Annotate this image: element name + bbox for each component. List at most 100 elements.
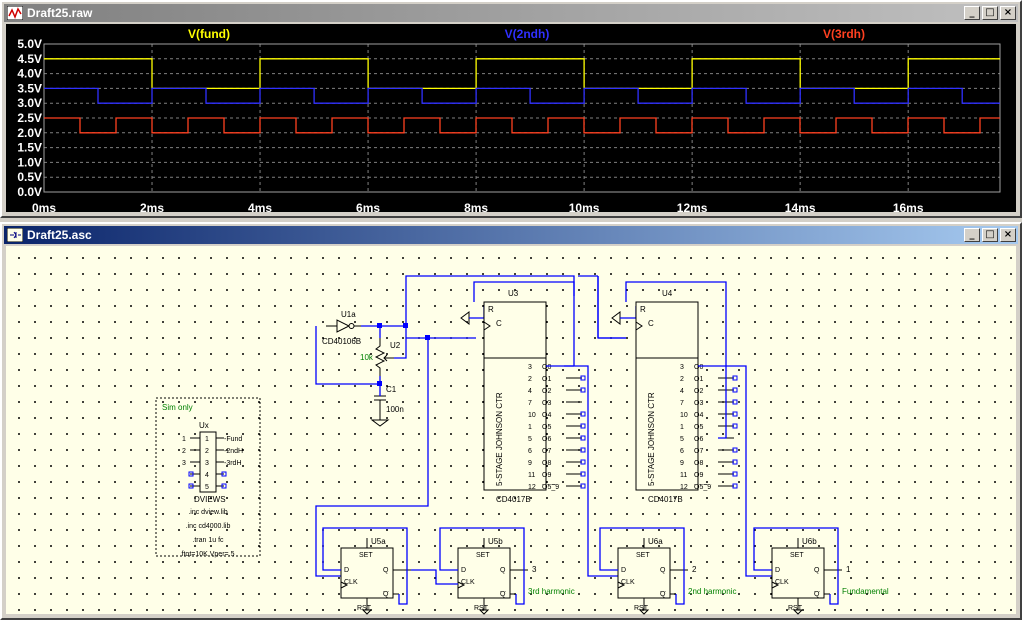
unconnected-pin[interactable] [732, 447, 738, 453]
ff-rst: RST [357, 605, 372, 612]
x-tick-label: 2ms [140, 201, 164, 215]
inverter-u1a[interactable]: U1a CD40106B [322, 310, 361, 346]
flipflop-u5b[interactable]: U5bSETDCLKQQRSTCD4013B33rd harmonic [439, 527, 575, 616]
legend-v3rdh[interactable]: V(3rdh) [823, 27, 865, 41]
unconnected-pin[interactable] [732, 459, 738, 465]
unconnected-pin[interactable] [580, 459, 586, 465]
ff-qbar: Q [500, 591, 506, 598]
pot-value: 10k [360, 353, 374, 362]
minimize-button[interactable]: _ [964, 6, 980, 20]
x-tick-label: 0ms [32, 201, 56, 215]
schematic-drawing[interactable]: .w{stroke:#0000ff;stroke-width:1.3;fill:… [6, 246, 1020, 616]
close-button[interactable]: × [1000, 6, 1016, 20]
plot-titlebar[interactable]: Draft25.raw _ □ × [4, 4, 1018, 22]
unconnected-pin[interactable] [188, 471, 194, 477]
trace-v2ndh[interactable] [44, 87, 1000, 104]
potentiometer-u2[interactable]: U2 10k [360, 338, 401, 376]
y-tick-label: 2.5V [17, 111, 42, 125]
u4-pin-r: R [640, 305, 646, 314]
pin-number: 10 [528, 412, 536, 419]
pin-number: 10 [680, 412, 688, 419]
schematic-canvas[interactable]: .w{stroke:#0000ff;stroke-width:1.3;fill:… [6, 246, 1016, 615]
maximize-button[interactable]: □ [982, 228, 998, 242]
y-tick-label: 3.5V [17, 81, 42, 95]
unconnected-pin[interactable] [580, 447, 586, 453]
u4-part: CD4017B [648, 495, 683, 504]
net-label: Fundamental [842, 587, 889, 596]
unconnected-pin[interactable] [580, 423, 586, 429]
ff-rst: RST [788, 605, 803, 612]
unconnected-pin[interactable] [732, 483, 738, 489]
unconnected-pin[interactable] [580, 483, 586, 489]
pin-number: 11 [528, 472, 535, 479]
u3-part: CD4017B [496, 495, 531, 504]
capacitor-c1[interactable]: C1 100n [370, 385, 404, 427]
minimize-button[interactable]: _ [964, 228, 980, 242]
pin-name: O9 [694, 472, 703, 479]
unconnected-pin[interactable] [732, 471, 738, 477]
flipflop-u6b[interactable]: U6bSETDCLKQQRSTCD4013B1Fundamental [753, 527, 889, 616]
x-tick-label: 16ms [893, 201, 924, 215]
unconnected-pin[interactable] [580, 387, 586, 393]
unconnected-pin[interactable] [732, 375, 738, 381]
pin-number: 5 [528, 436, 532, 443]
pin-number: 3 [680, 364, 684, 371]
ff-clk: CLK [621, 579, 635, 586]
ff-ref: U6b [802, 537, 817, 546]
legend-v2ndh[interactable]: V(2ndh) [505, 27, 550, 41]
unconnected-pin[interactable] [580, 471, 586, 477]
ff-q: Q [383, 567, 389, 574]
ff-rst: RST [474, 605, 489, 612]
unconnected-pin[interactable] [221, 471, 227, 477]
pin-name: O2 [542, 388, 551, 395]
unconnected-pin[interactable] [732, 411, 738, 417]
schematic-titlebar[interactable]: Draft25.asc _ □ × [4, 226, 1018, 244]
close-button[interactable]: × [1000, 228, 1016, 242]
trace-v3rdh[interactable] [44, 117, 1000, 134]
schematic-icon [7, 228, 23, 242]
unconnected-pin[interactable] [580, 435, 586, 441]
legend-vfund[interactable]: V(fund) [188, 27, 230, 41]
ff-q: Q [500, 567, 506, 574]
pin-number: 1 [528, 424, 532, 431]
unconnected-pin[interactable] [580, 375, 586, 381]
x-tick-label: 8ms [464, 201, 488, 215]
dviews-pin: 1 [205, 436, 209, 443]
spice-directive[interactable]: ftot=10K Vper=.5 [182, 551, 235, 558]
unconnected-pin[interactable] [732, 423, 738, 429]
maximize-button[interactable]: □ [982, 6, 998, 20]
sim-only-note: Sim only [162, 403, 193, 412]
dviews-part: DVIEWS [194, 495, 226, 504]
unconnected-pin[interactable] [188, 483, 194, 489]
pin-number: 12 [680, 484, 688, 491]
schematic-window: Draft25.asc _ □ × .w{stroke:#0000ff;stro… [0, 222, 1022, 620]
spice-directive[interactable]: .inc cd4000.lib [186, 523, 231, 530]
ff-set: SET [476, 552, 490, 559]
pin-number: 12 [528, 484, 536, 491]
flipflop-u6a[interactable]: U6aSETDCLKQQRSTCD4013B22nd harmonic [599, 527, 736, 616]
unconnected-pin[interactable] [732, 399, 738, 405]
flipflop-u5a[interactable]: U5aSETDCLKQQRSTCD4013B [322, 527, 411, 616]
pin-number: 9 [680, 460, 684, 467]
pin-name: O7 [694, 448, 703, 455]
unconnected-pin[interactable] [580, 411, 586, 417]
unconnected-pin[interactable] [732, 387, 738, 393]
spice-directive[interactable]: .inc dview.lib [188, 509, 227, 516]
pin-number: 2 [528, 376, 532, 383]
pin-name: O3 [542, 400, 551, 407]
pin-number: 4 [528, 388, 532, 395]
dviews-net: -3rdH [224, 460, 242, 467]
pin-number: 3 [528, 364, 532, 371]
dviews-pin: 3 [205, 460, 209, 467]
pin-number: 4 [680, 388, 684, 395]
dviews-pin: 2 [205, 448, 209, 455]
unconnected-pin[interactable] [221, 483, 227, 489]
waveform-icon [7, 6, 23, 20]
ff-q: Q [814, 567, 820, 574]
spice-directive[interactable]: .tran 1u fc [192, 537, 224, 544]
